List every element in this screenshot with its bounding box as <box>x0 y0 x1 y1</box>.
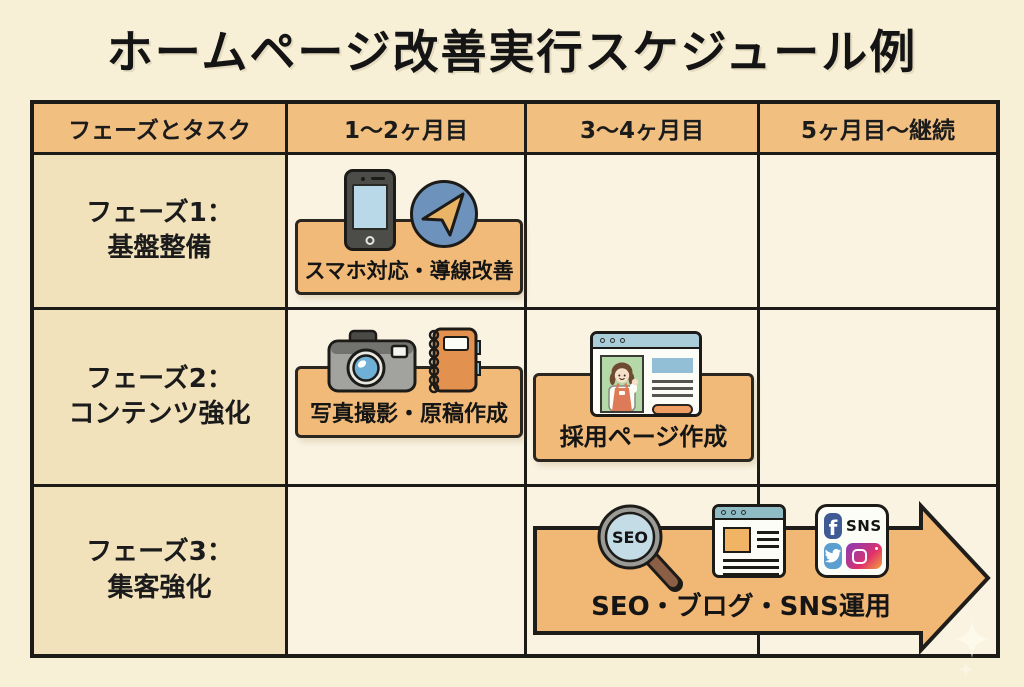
phase-2-title: フェーズ2： <box>86 363 233 394</box>
column-header-month-3-4: 3〜4ヶ月目 <box>527 104 760 155</box>
lane-phase2-month-5-plus <box>760 310 996 487</box>
window-dot <box>600 338 605 343</box>
phase-2-subtitle: コンテンツ強化 <box>68 399 251 429</box>
page-hero-block <box>652 358 693 373</box>
paper-plane-glyph <box>421 192 465 237</box>
phone-home-button <box>365 236 375 245</box>
phase-1-subtitle: 基盤整備 <box>107 233 212 263</box>
lane-phase1-month-3-4 <box>527 155 760 310</box>
sns-apps-icon: f SNS <box>815 504 889 578</box>
window-dot <box>731 510 736 515</box>
phone-camera-dot <box>361 177 365 181</box>
notebook-icon <box>428 327 481 394</box>
phase-3-title: フェーズ3： <box>86 537 233 568</box>
facebook-icon: f <box>824 513 842 539</box>
phone-speaker <box>371 177 385 180</box>
gantt-bar-phase2-recruit-label: 採用ページ作成 <box>559 423 728 451</box>
gantt-bar-phase1: スマホ対応・導線改善 <box>295 219 523 295</box>
phone-screen <box>352 184 388 230</box>
seo-text: SEO <box>612 528 648 547</box>
sns-label: SNS <box>846 513 882 539</box>
sparkle-watermark <box>954 620 990 677</box>
blog-page-icon <box>712 504 786 578</box>
page-title: ホームページ改善実行スケジュール例 <box>106 25 918 79</box>
recruit-page-icon <box>590 331 702 417</box>
phase-2-cell: フェーズ2： コンテンツ強化 <box>34 310 288 487</box>
browser-title-bar <box>593 334 699 349</box>
schedule-table: フェーズとタスク 1〜2ヶ月目 3〜4ヶ月目 5ヶ月目〜継続 フェーズ1： 基盤… <box>30 100 1000 658</box>
lane-phase3-month-1-2 <box>288 487 527 654</box>
text-line <box>757 545 779 548</box>
text-line <box>757 531 779 534</box>
camera-icon <box>327 329 417 393</box>
phase-1-cell: フェーズ1： 基盤整備 <box>34 155 288 310</box>
staff-illustration <box>608 362 639 412</box>
window-dot <box>610 338 615 343</box>
instagram-lens <box>852 549 867 564</box>
phase-1-title: フェーズ1： <box>86 197 233 228</box>
blog-image-block <box>723 527 751 553</box>
text-line <box>723 559 779 562</box>
gantt-arrow-phase3-label: SEO・ブログ・SNS運用 <box>591 592 891 622</box>
staff-photo <box>600 355 644 413</box>
text-line <box>723 573 779 575</box>
text-line <box>652 380 693 383</box>
phase-3-subtitle: 集客強化 <box>107 572 212 603</box>
text-line <box>757 538 779 541</box>
twitter-bird-glyph <box>824 548 842 563</box>
column-header-month-5-plus: 5ヶ月目〜継続 <box>760 104 996 155</box>
text-line <box>652 387 693 390</box>
page-button <box>652 404 693 414</box>
window-dot <box>721 510 726 515</box>
twitter-icon <box>824 543 842 569</box>
instagram-icon <box>846 543 882 569</box>
gantt-bar-phase1-label: スマホ対応・導線改善 <box>304 259 514 283</box>
facebook-letter: f <box>824 513 842 539</box>
browser-title-bar <box>715 507 783 520</box>
seo-magnifier-icon: SEO <box>597 504 683 592</box>
window-dot <box>620 338 625 343</box>
column-header-phase: フェーズとタスク <box>34 104 288 155</box>
gantt-bar-phase2-content-label: 写真撮影・原稿作成 <box>309 402 508 427</box>
instagram-flash-dot <box>874 547 878 550</box>
text-line <box>652 394 693 397</box>
sns-text: SNS <box>846 517 882 535</box>
lane-phase1-month-5-plus <box>760 155 996 310</box>
column-header-month-1-2: 1〜2ヶ月目 <box>288 104 527 155</box>
window-dot <box>741 510 746 515</box>
phase-3-cell: フェーズ3： 集客強化 <box>34 487 288 654</box>
smartphone-icon <box>344 169 396 251</box>
navigation-cursor-icon <box>410 180 478 248</box>
text-line <box>723 566 779 569</box>
